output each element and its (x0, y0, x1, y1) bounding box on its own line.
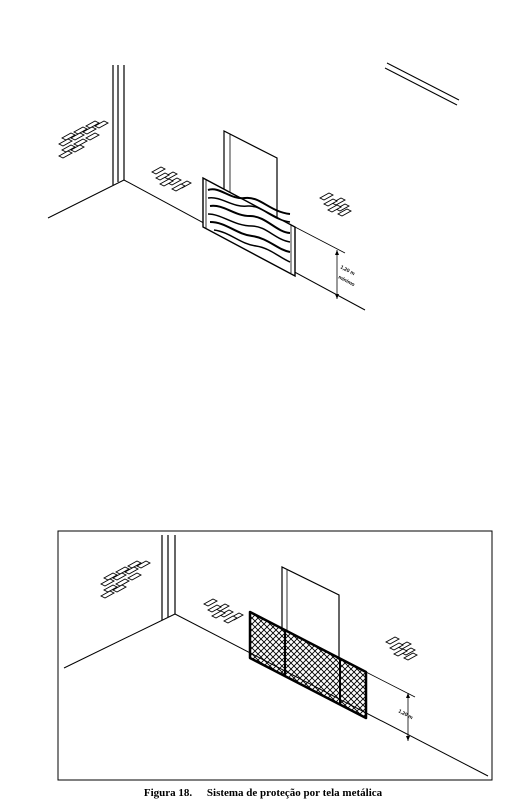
door-opening-bottom (281, 566, 340, 660)
brick-patch-top-left (58, 120, 109, 159)
brick-patch-bottom-left (100, 560, 151, 599)
figure-caption: Figura 18. Sistema de proteção por tela … (0, 787, 526, 799)
brick-patch-bottom-right (385, 636, 418, 661)
ceiling-beam (384, 62, 460, 106)
caption-title: Sistema de proteção por tela metálica (206, 787, 383, 799)
corner-column (112, 65, 125, 185)
door-opening (223, 130, 278, 219)
top-illustration: 1,20 m mínimo (47, 62, 460, 311)
brick-patch-top-right (319, 192, 352, 217)
figure-frame (57, 530, 493, 781)
brick-patch-bottom-middle (203, 598, 244, 624)
metal-mesh-panel (248, 610, 368, 720)
corner-column-bottom (161, 535, 176, 620)
dimension-bottom: 1,20 m (365, 671, 416, 741)
dimension-label-bottom: 1,20 m (397, 708, 414, 721)
bottom-illustration: 1,20 m (57, 530, 493, 781)
caption-number: Figura 18. (143, 787, 193, 799)
brick-patch-top-middle (151, 166, 192, 192)
protection-panel-top (202, 176, 296, 278)
